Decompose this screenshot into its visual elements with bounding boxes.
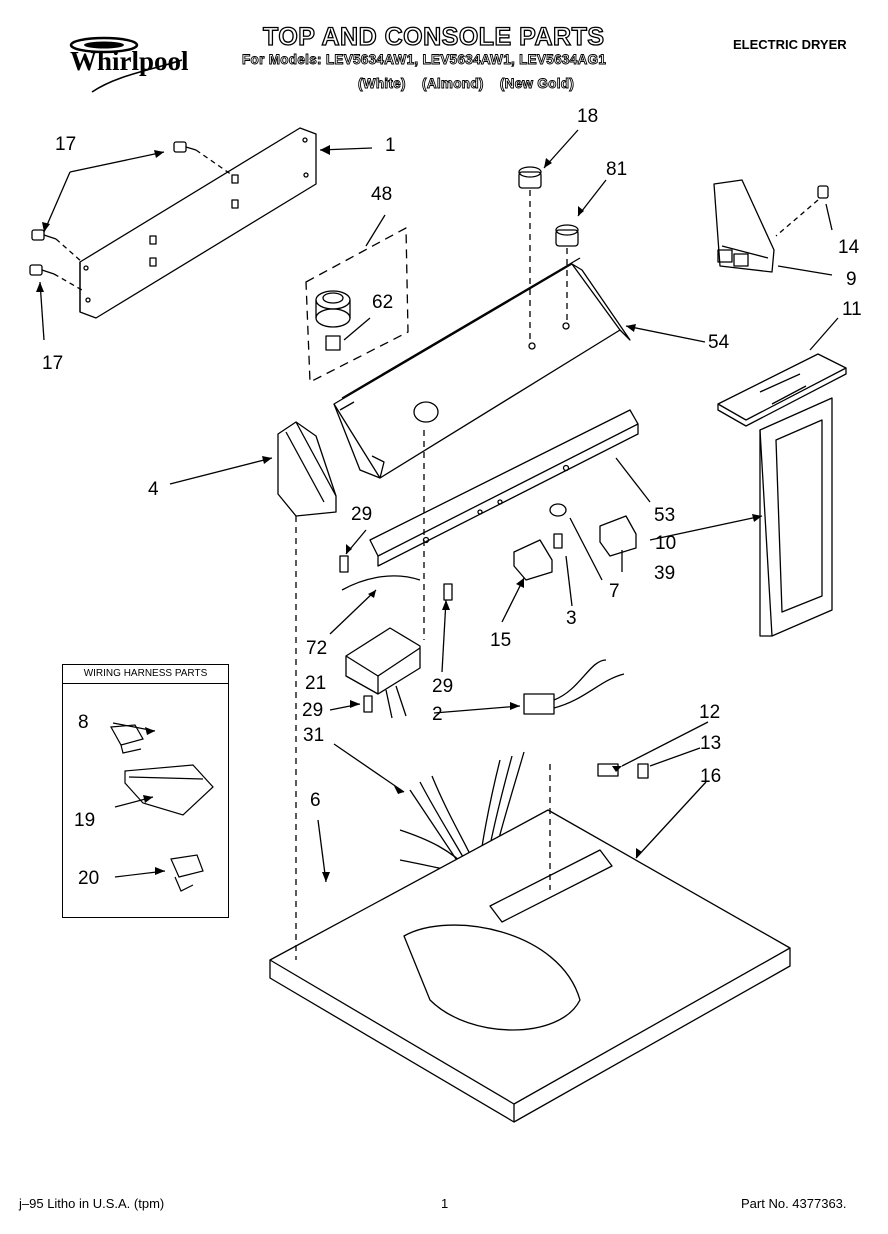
callout-11: 11 — [842, 299, 862, 320]
part-timer — [345, 627, 421, 719]
part-bracket-9 — [713, 179, 829, 273]
callout-53: 53 — [654, 505, 676, 526]
callout-12: 12 — [699, 702, 721, 723]
callout-21: 21 — [305, 673, 327, 694]
callout-14: 14 — [838, 237, 860, 258]
brand-logo-text: Whirlpool — [70, 46, 189, 76]
callout-3: 3 — [566, 608, 577, 629]
part-lint-screen — [717, 353, 847, 427]
wire-72 — [341, 575, 421, 591]
arrowheads — [36, 145, 762, 882]
callout-19: 19 — [74, 810, 96, 831]
part-console-panel — [333, 257, 631, 479]
callout-20: 20 — [78, 868, 100, 889]
callout-1: 1 — [385, 135, 396, 156]
product-type: ELECTRIC DRYER — [733, 37, 847, 52]
callout-72: 72 — [306, 638, 328, 659]
page-title: TOP AND CONSOLE PARTS — [262, 22, 605, 51]
callout-17-bottom: 17 — [42, 353, 64, 374]
models-line: For Models: LEV5634AW1, LEV5634AW1, LEV5… — [242, 52, 607, 68]
callout-81: 81 — [606, 159, 628, 180]
part-top-panel — [269, 809, 791, 1123]
part-knobs — [518, 166, 579, 340]
callout-16: 16 — [700, 766, 722, 787]
callout-4: 4 — [148, 479, 159, 500]
callout-8: 8 — [78, 712, 89, 733]
callout-18: 18 — [577, 106, 599, 127]
part-lint-housing — [759, 397, 833, 637]
part-number: Part No. 4377363. — [741, 1196, 847, 1211]
callout-2: 2 — [432, 704, 443, 725]
inset-title: WIRING HARNESS PARTS — [63, 665, 228, 684]
part-screws-29 — [339, 555, 453, 713]
callout-17-top: 17 — [55, 134, 77, 155]
callout-29-bottom: 29 — [302, 700, 324, 721]
callout-7: 7 — [609, 581, 620, 602]
colors-line: (White) (Almond) (New Gold) — [358, 76, 575, 92]
callout-62: 62 — [372, 292, 394, 313]
part-knob-assembly-48 — [305, 227, 409, 383]
callout-29-middle: 29 — [432, 676, 454, 697]
inset-parts-drawing — [110, 722, 214, 892]
callout-6: 6 — [310, 790, 321, 811]
callout-39: 39 — [654, 563, 676, 584]
callout-31: 31 — [303, 725, 325, 746]
callout-54: 54 — [708, 332, 730, 353]
callout-29-top: 29 — [351, 504, 373, 525]
part-end-cap — [277, 421, 337, 517]
callout-9: 9 — [846, 269, 857, 290]
callout-10: 10 — [655, 533, 677, 554]
page-number: 1 — [441, 1196, 449, 1211]
print-info: j–95 Litho in U.S.A. (tpm) — [19, 1196, 165, 1211]
part-connector — [523, 659, 625, 715]
part-bracket — [79, 127, 317, 319]
wiring-harness-inset: WIRING HARNESS PARTS 8 19 20 — [62, 664, 229, 918]
logo-swoosh-graphic — [69, 36, 183, 93]
brand-logo: Whirlpool — [62, 30, 222, 100]
part-screws-17 — [29, 141, 233, 291]
callout-48: 48 — [371, 184, 393, 205]
part-control-rail — [369, 409, 639, 567]
part-switches — [423, 430, 637, 640]
callout-15: 15 — [490, 630, 512, 651]
callout-13: 13 — [700, 733, 722, 754]
